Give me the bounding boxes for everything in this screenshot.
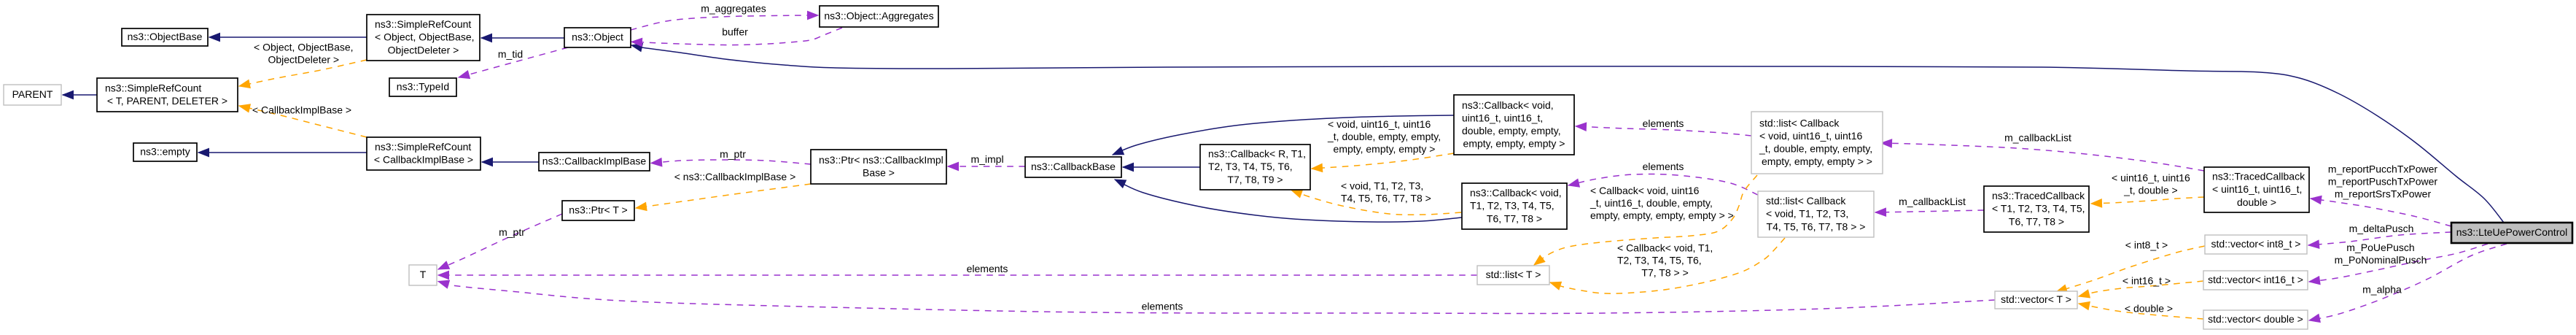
svg-text:T7, T8, T9 >: T7, T8, T9 > [1227,174,1283,185]
svg-text:< CallbackImplBase >: < CallbackImplBase > [374,154,473,166]
svg-text:< CallbackImplBase >: < CallbackImplBase > [252,104,351,116]
svg-text:empty, empty, empty, empty > >: empty, empty, empty, empty > > [1590,209,1734,221]
svg-text:uint16_t, uint16_t,: uint16_t, uint16_t, [1462,112,1543,123]
svg-text:ObjectDeleter >: ObjectDeleter > [268,54,339,66]
svg-text:std::list< Callback: std::list< Callback [1759,117,1840,128]
svg-text:m_reportPuschTxPower: m_reportPuschTxPower [2328,176,2438,188]
svg-text:ns3::TracedCallback: ns3::TracedCallback [1992,190,2085,201]
svg-text:double >: double > [2237,196,2276,208]
svg-text:ns3::TypeId: ns3::TypeId [397,81,449,93]
svg-text:m_ptr: m_ptr [720,148,746,160]
svg-text:elements: elements [967,263,1008,274]
svg-text:m_PoNominalPusch: m_PoNominalPusch [2335,254,2427,266]
svg-text:ns3::SimpleRefCount: ns3::SimpleRefCount [375,141,471,153]
svg-text:m_aggregates: m_aggregates [701,3,766,15]
svg-text:< Callback< void, T1,: < Callback< void, T1, [1617,242,1713,254]
svg-text:Base >: Base > [863,167,895,179]
svg-text:ns3::Object: ns3::Object [572,31,623,43]
svg-text:ns3::empty: ns3::empty [140,146,190,158]
svg-text:ns3::ObjectBase: ns3::ObjectBase [128,31,203,42]
svg-text:ns3::SimpleRefCount: ns3::SimpleRefCount [375,18,471,30]
svg-text:elements: elements [1643,118,1684,129]
svg-text:T7, T8 > >: T7, T8 > > [1641,267,1688,279]
svg-text:m_alpha: m_alpha [2362,284,2402,296]
svg-text:T: T [420,269,427,280]
svg-text:elements: elements [1142,301,1183,312]
svg-text:ns3::Ptr< ns3::CallbackImpl: ns3::Ptr< ns3::CallbackImpl [819,154,943,166]
svg-text:< Object, ObjectBase,: < Object, ObjectBase, [375,31,475,43]
svg-text:m_callbackList: m_callbackList [1899,196,1966,207]
svg-text:< int16_t >: < int16_t > [2122,275,2171,287]
svg-text:m_callbackList: m_callbackList [2004,132,2071,144]
svg-text:ObjectDeleter >: ObjectDeleter > [388,44,459,55]
svg-text:T2, T3, T4, T5, T6,: T2, T3, T4, T5, T6, [1617,255,1702,266]
svg-text:m_reportPucchTxPower: m_reportPucchTxPower [2328,163,2438,175]
svg-text:< double >: < double > [2125,303,2173,315]
svg-text:< T1, T2, T3, T4, T5,: < T1, T2, T3, T4, T5, [1992,203,2085,215]
svg-text:std::vector< int16_t >: std::vector< int16_t > [2208,274,2303,285]
svg-text:std::vector< int8_t >: std::vector< int8_t > [2211,238,2301,250]
svg-text:elements: elements [1643,161,1684,172]
svg-text:std::vector< T >: std::vector< T > [2001,293,2071,305]
svg-text:ns3::Callback< R, T1,: ns3::Callback< R, T1, [1208,148,1306,160]
svg-text:< void, uint16_t, uint16: < void, uint16_t, uint16 [1328,118,1431,130]
svg-text:ns3::CallbackBase: ns3::CallbackBase [1031,161,1116,172]
svg-text:ns3::SimpleRefCount: ns3::SimpleRefCount [105,82,201,93]
svg-text:ns3::Callback< void,: ns3::Callback< void, [1462,99,1554,111]
svg-text:std::list< Callback: std::list< Callback [1766,195,1846,207]
svg-text:< T, PARENT, DELETER >: < T, PARENT, DELETER > [107,95,227,107]
svg-text:buffer: buffer [722,26,748,38]
svg-text:m_deltaPusch: m_deltaPusch [2349,223,2414,234]
svg-text:ns3::Ptr< T >: ns3::Ptr< T > [569,204,627,216]
svg-text:< Callback< void, uint16: < Callback< void, uint16 [1590,185,1700,196]
svg-text:empty, empty, empty >: empty, empty, empty > [1334,143,1436,155]
svg-text:empty, empty, empty > >: empty, empty, empty > > [1762,155,1872,167]
svg-text:_t, double, empty, empty,: _t, double, empty, empty, [1759,143,1872,155]
svg-text:T6, T7, T8 >: T6, T7, T8 > [1487,212,1542,224]
svg-text:T4, T5, T6, T7, T8 >: T4, T5, T6, T7, T8 > [1341,193,1431,204]
svg-text:< Object, ObjectBase,: < Object, ObjectBase, [254,42,354,53]
svg-text:< int8_t >: < int8_t > [2125,239,2168,251]
svg-text:std::vector< double >: std::vector< double > [2208,313,2303,325]
svg-text:_t, double, empty, empty,: _t, double, empty, empty, [1327,131,1441,142]
svg-text:T6, T7, T8 >: T6, T7, T8 > [2009,215,2064,227]
svg-text:ns3::LteUePowerControl: ns3::LteUePowerControl [2456,226,2568,238]
svg-text:T4, T5, T6, T7, T8 > >: T4, T5, T6, T7, T8 > > [1767,220,1866,232]
svg-text:m_ptr: m_ptr [499,226,525,238]
svg-text:< ns3::CallbackImplBase >: < ns3::CallbackImplBase > [674,171,796,182]
svg-text:< uint16_t, uint16: < uint16_t, uint16 [2112,172,2190,184]
svg-text:PARENT: PARENT [12,88,53,100]
svg-text:T1, T2, T3, T4, T5,: T1, T2, T3, T4, T5, [1470,200,1554,212]
svg-text:std::list< T >: std::list< T > [1486,269,1541,280]
svg-text:< void, T1, T2, T3,: < void, T1, T2, T3, [1341,180,1423,192]
svg-text:T2, T3, T4, T5, T6,: T2, T3, T4, T5, T6, [1208,161,1293,172]
svg-text:double, empty, empty,: double, empty, empty, [1462,125,1561,136]
svg-text:m_tid: m_tid [498,48,523,60]
svg-text:ns3::Callback< void,: ns3::Callback< void, [1470,187,1562,199]
svg-text:m_PoUePusch: m_PoUePusch [2346,242,2414,253]
svg-text:< uint16_t, uint16_t,: < uint16_t, uint16_t, [2212,183,2302,195]
svg-text:m_reportSrsTxPower: m_reportSrsTxPower [2335,188,2432,200]
svg-text:ns3::TracedCallback: ns3::TracedCallback [2212,171,2305,182]
svg-text:ns3::Object::Aggregates: ns3::Object::Aggregates [824,10,933,22]
svg-text:_t, double >: _t, double > [2123,185,2178,196]
svg-text:empty, empty, empty >: empty, empty, empty > [1463,138,1565,150]
svg-text:< void, T1, T2, T3,: < void, T1, T2, T3, [1766,208,1848,220]
svg-text:m_impl: m_impl [970,153,1003,165]
svg-text:ns3::CallbackImplBase: ns3::CallbackImplBase [542,155,647,167]
svg-text:_t, uint16_t, double, empty,: _t, uint16_t, double, empty, [1589,197,1713,209]
svg-text:< void, uint16_t, uint16: < void, uint16_t, uint16 [1759,130,1862,142]
